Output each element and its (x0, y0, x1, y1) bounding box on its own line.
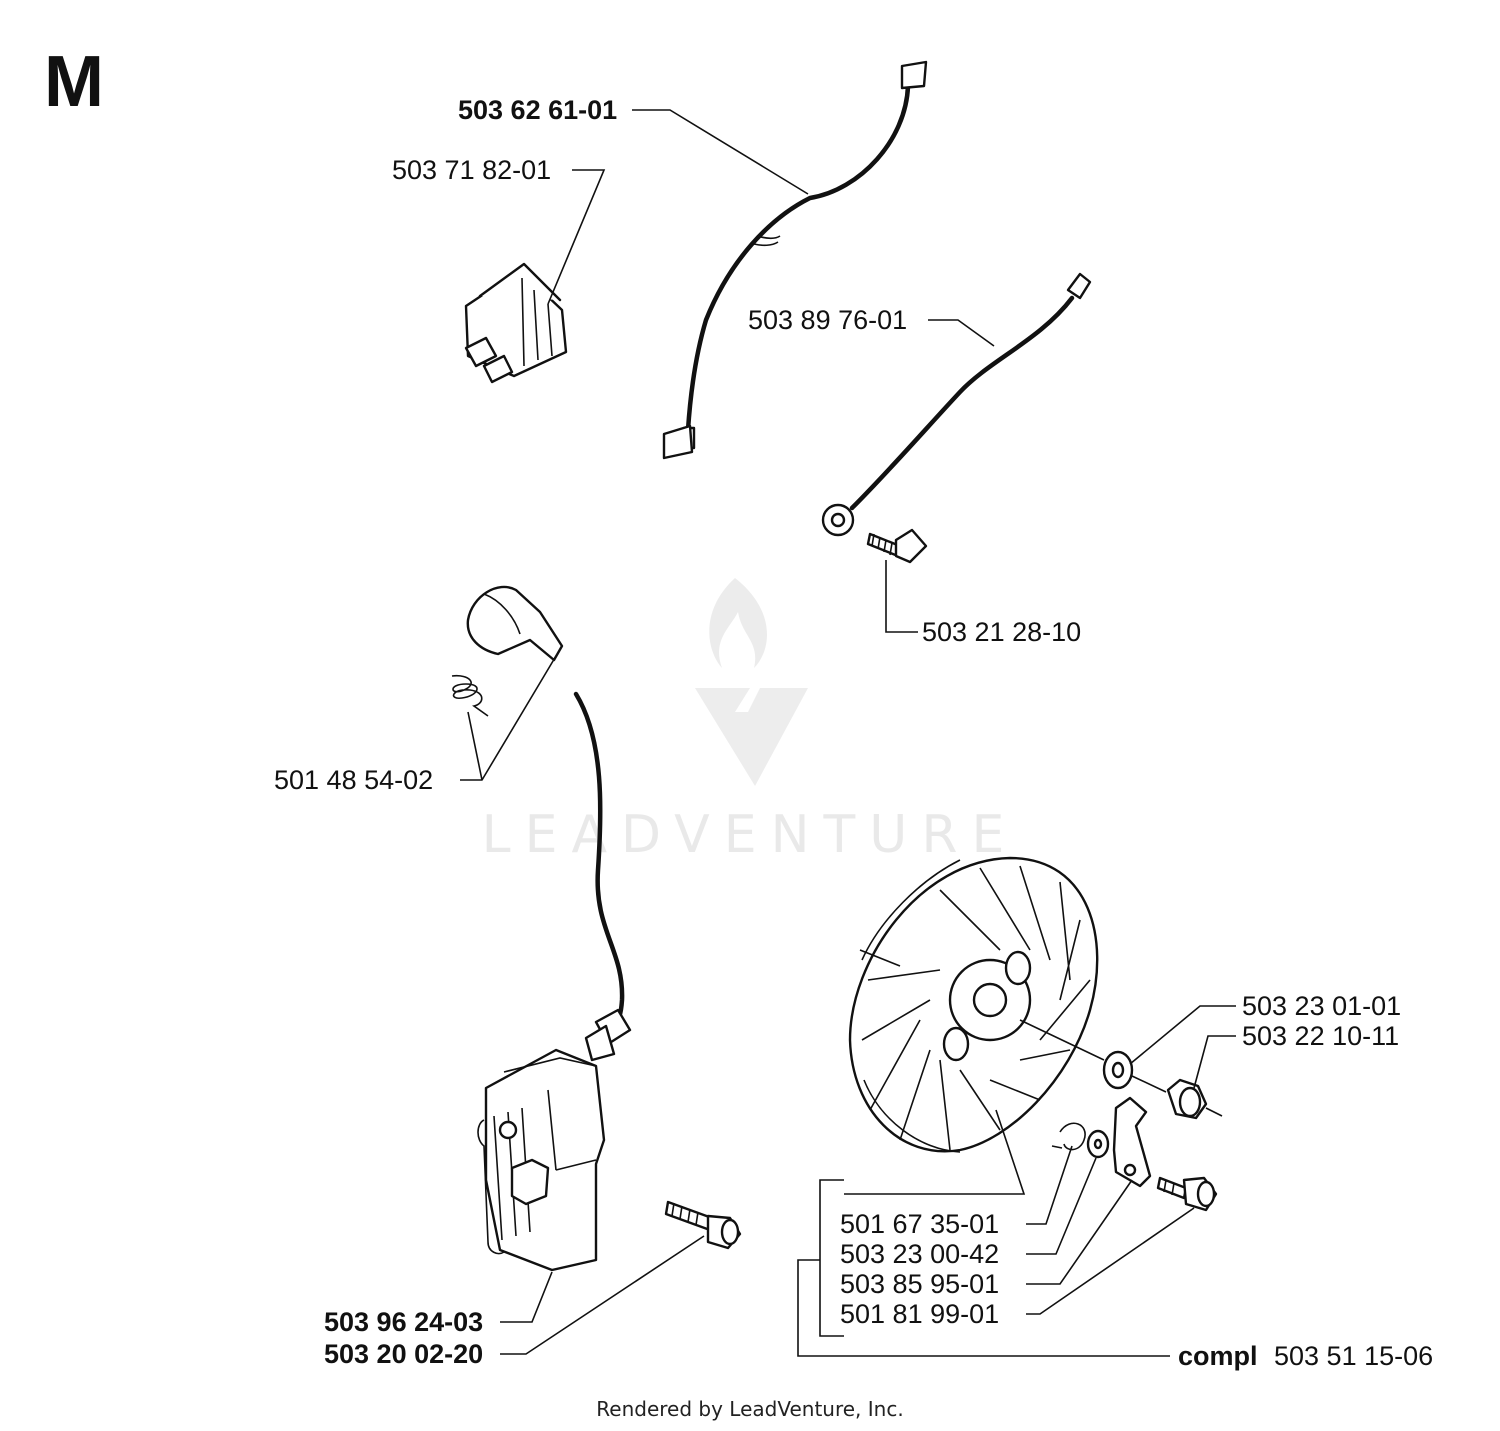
label-flywheel-nut: 503 22 10-11 (1242, 1021, 1399, 1051)
flame-v-logo-icon (695, 578, 808, 786)
cable-top-part (662, 60, 928, 460)
switch-part (464, 262, 568, 384)
watermark: LEADVENTURE (482, 578, 1019, 865)
watermark-text: LEADVENTURE (482, 805, 1019, 865)
label-plug-cap-spring: 501 48 54-02 (274, 765, 433, 795)
label-switch: 503 71 82-01 (392, 155, 551, 185)
label-ground-screw: 503 21 28-10 (922, 617, 1081, 647)
label-compl-number: 503 51 15-06 (1274, 1341, 1433, 1371)
footer-credit: Rendered by LeadVenture, Inc. (596, 1397, 903, 1421)
module-screw-part (664, 1200, 742, 1250)
ground-cable-part (821, 272, 1092, 537)
label-flywheel-washer: 503 23 01-01 (1242, 991, 1401, 1021)
section-letter: M (44, 42, 104, 122)
flywheel-axis-line (1019, 1019, 1223, 1117)
label-cable-ground: 503 89 76-01 (748, 305, 907, 335)
label-module-screw: 503 20 02-20 (324, 1339, 483, 1369)
ignition-module-part (477, 691, 632, 1272)
label-pawl-washer: 503 23 00-42 (840, 1239, 999, 1269)
label-pawl-screw: 501 81 99-01 (840, 1299, 999, 1329)
label-cable-top: 503 62 61-01 (458, 95, 617, 125)
pawl-screw-part (1156, 1176, 1218, 1212)
pawl-spring-part (1051, 1122, 1086, 1151)
spring-part (451, 674, 489, 717)
plug-cap-part (466, 585, 564, 662)
pawl-washer-part (1086, 1129, 1110, 1159)
ground-screw-part (866, 528, 928, 564)
label-pawl: 503 85 95-01 (840, 1269, 999, 1299)
label-compl-prefix: compl (1178, 1341, 1258, 1371)
flywheel-washer-part (1102, 1050, 1134, 1090)
leader-lines (460, 109, 1236, 1357)
flywheel-nut-part (1166, 1078, 1208, 1120)
flywheel-part (848, 856, 1099, 1153)
label-ignition-module: 503 96 24-03 (324, 1307, 483, 1337)
pawl-part (1112, 1096, 1152, 1188)
label-pawl-spring: 501 67 35-01 (840, 1209, 999, 1239)
